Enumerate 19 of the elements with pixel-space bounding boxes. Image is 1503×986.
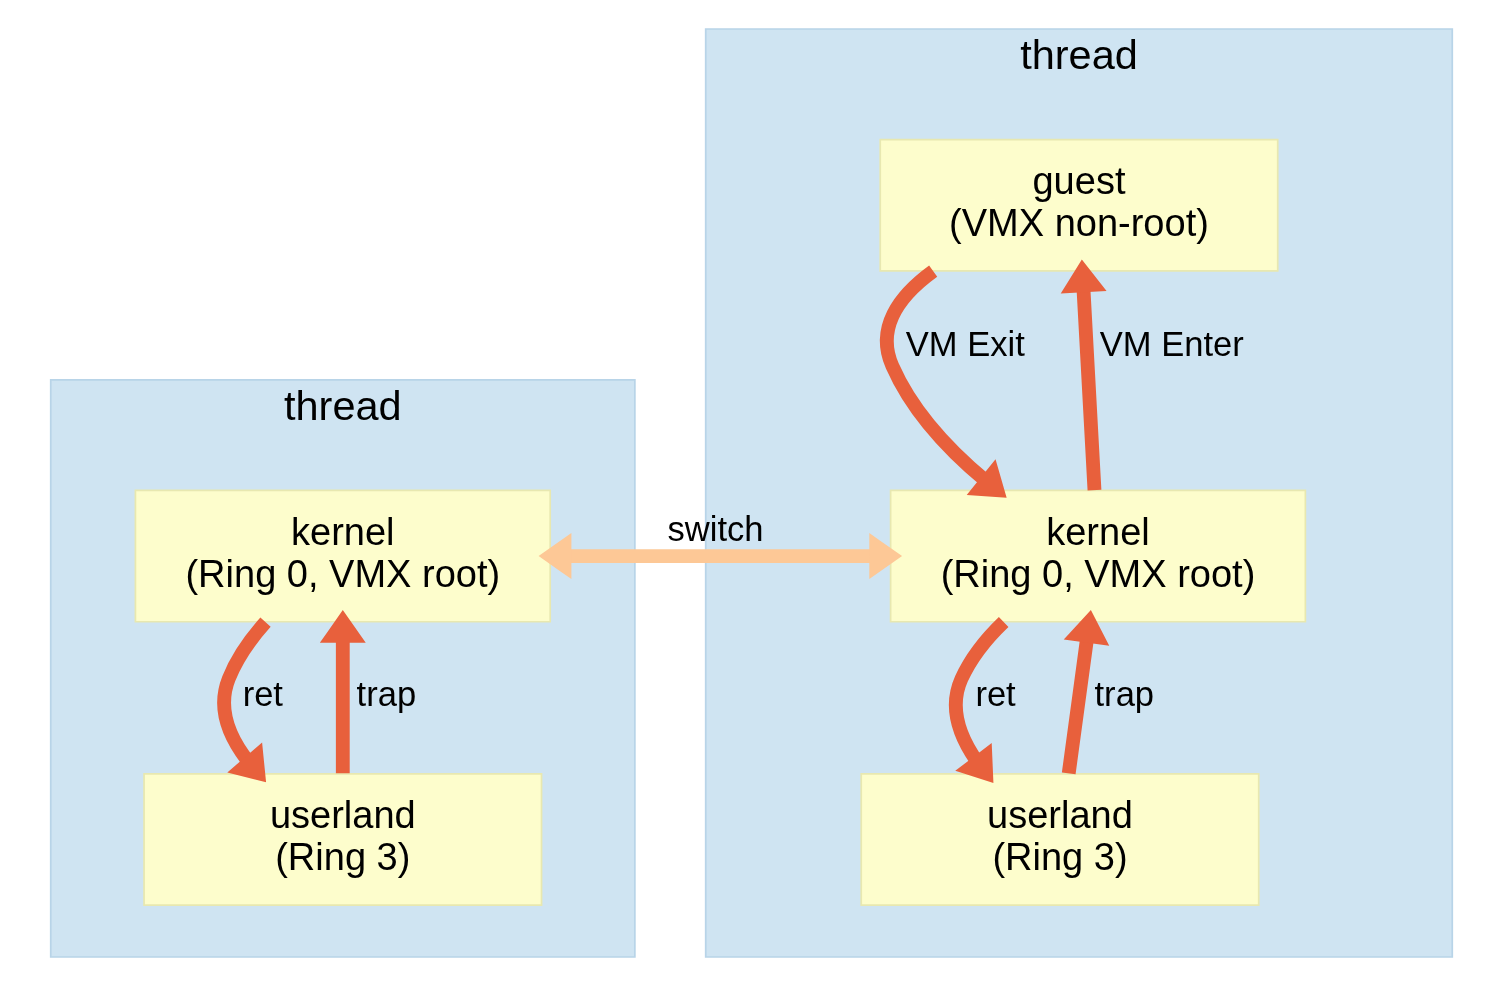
node-box: guest (VMX non-root) (879, 138, 1279, 272)
edge-label: trap (1094, 675, 1155, 714)
arrow (1060, 259, 1107, 491)
node-box: userland (Ring 3) (860, 772, 1260, 907)
edge-label: switch (667, 509, 764, 548)
arrow (217, 617, 271, 783)
edge-label: trap (356, 675, 417, 714)
arrow (1061, 610, 1110, 775)
node-box: kernel (Ring 0, VMX root) (134, 489, 552, 623)
edge-label: VM Enter (1099, 324, 1244, 363)
node-box: kernel (Ring 0, VMX root) (889, 489, 1307, 623)
edge-label: ret (242, 675, 283, 714)
node-box: userland (Ring 3) (143, 772, 543, 907)
arrow (538, 533, 903, 580)
arrow (319, 609, 366, 774)
arrow (880, 265, 1007, 498)
edge-label: VM Exit (905, 324, 1025, 363)
edge-label: ret (975, 675, 1016, 714)
arrow (949, 616, 1009, 783)
